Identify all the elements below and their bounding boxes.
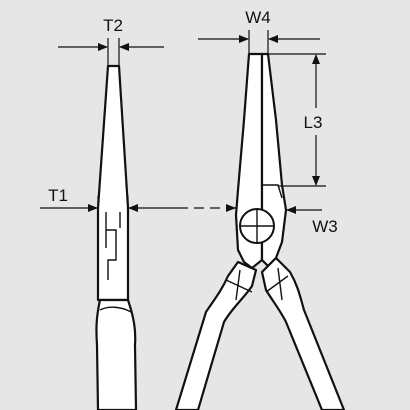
label-l3: L3 — [304, 113, 323, 132]
front-view-handle-right — [260, 256, 346, 410]
side-view-jaw — [96, 64, 130, 302]
front-view-pliers — [174, 52, 346, 410]
label-t1: T1 — [48, 186, 68, 205]
dimension-w3: W3 — [226, 204, 338, 236]
dimension-t1: T1 — [40, 186, 236, 218]
label-t2: T2 — [103, 16, 123, 35]
front-view-handle-left — [174, 260, 258, 410]
front-view-jaw-step — [262, 184, 283, 199]
label-w3: W3 — [312, 217, 338, 236]
side-view-handle-band — [98, 299, 132, 313]
dimension-t2: T2 — [58, 16, 164, 66]
side-view-pliers — [95, 64, 138, 410]
label-w4: W4 — [245, 8, 271, 27]
dimension-w4: W4 — [198, 8, 320, 54]
side-view-joint-slot — [105, 212, 121, 280]
front-view-handle-bands — [225, 267, 289, 301]
pivot-cross — [240, 209, 274, 243]
side-view-handle — [95, 298, 138, 410]
dimension-l3: L3 — [268, 53, 326, 187]
